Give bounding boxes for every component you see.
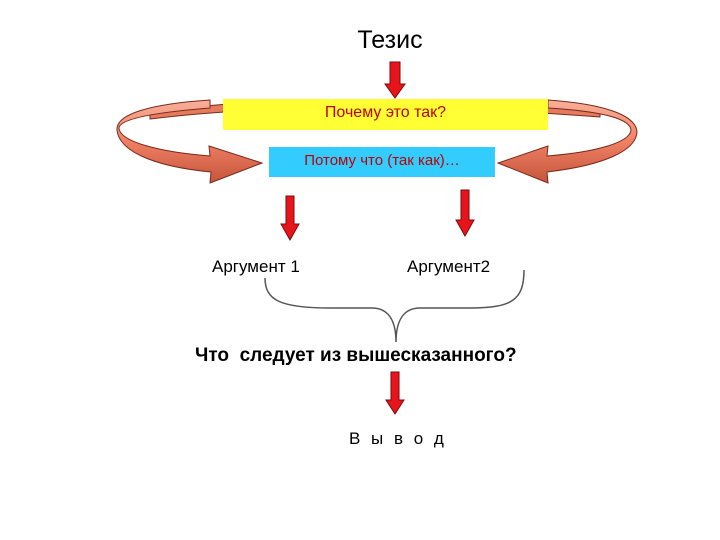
- arrow-conclusion-down: [385, 371, 405, 415]
- because-box: [269, 147, 495, 177]
- loop-right-arrow: [496, 99, 638, 184]
- arrow-argument-2-down: [455, 189, 475, 238]
- conclusion-question-label: Что следует из вышесказанного?: [195, 345, 517, 366]
- arrow-argument-1-down: [280, 195, 300, 242]
- why-question-box: [223, 99, 548, 130]
- curly-brace: [264, 269, 525, 343]
- argument-1-label: Аргумент 1: [212, 257, 300, 276]
- conclusion-label: В ы в о д: [349, 429, 447, 448]
- argument-2-label: Аргумент2: [407, 257, 491, 276]
- loop-left-arrow: [116, 99, 264, 184]
- arrow-thesis-down: [384, 61, 406, 99]
- why-question-label: Почему это так?: [324, 104, 447, 121]
- thesis-label: Тезис: [357, 26, 423, 54]
- because-label: Потому что (так как)…: [304, 152, 460, 169]
